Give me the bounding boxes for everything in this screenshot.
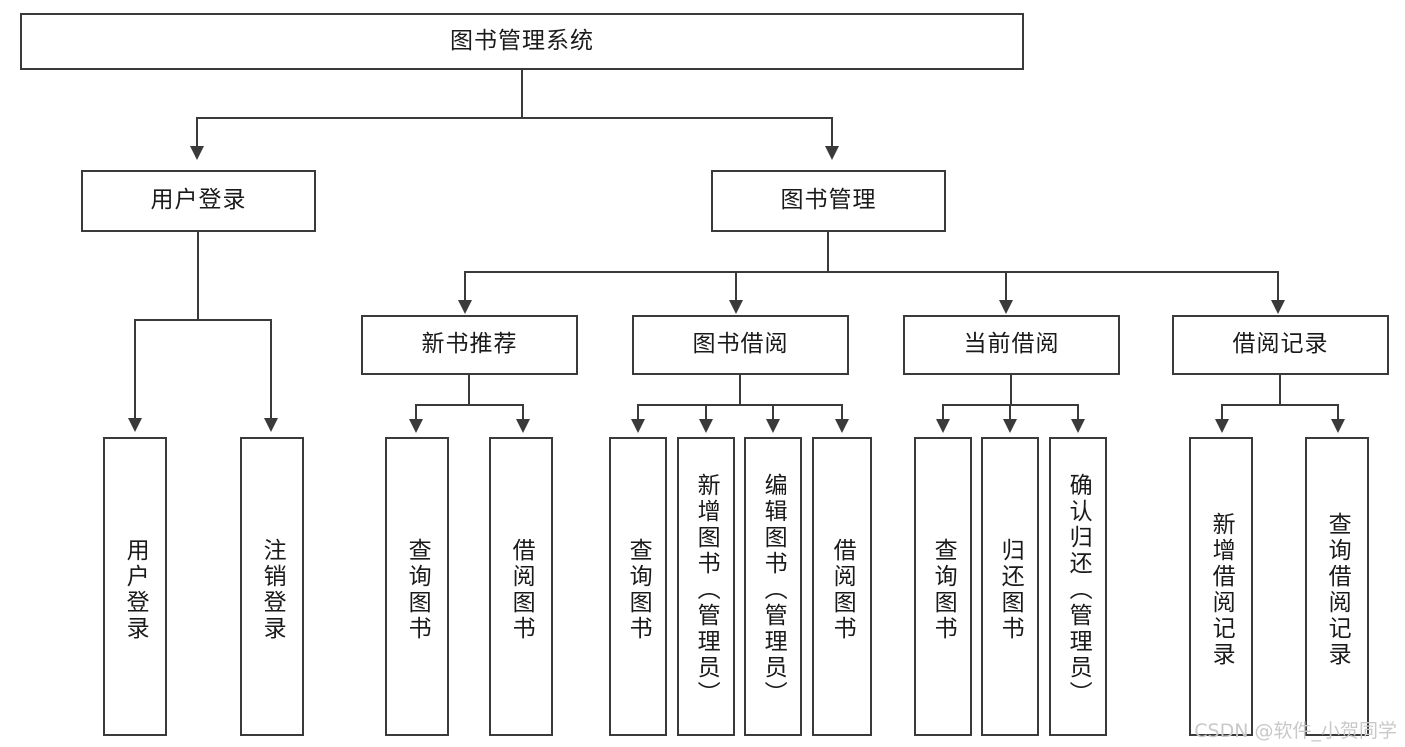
arrowhead-book-borrow [729, 300, 743, 314]
leaf-current-borrow-return-book[interactable]: 归还图书 [981, 437, 1039, 736]
node-book-management[interactable]: 图书管理 [711, 170, 946, 232]
arrowhead-current-borrow-leaf-1 [936, 419, 950, 433]
node-label: 确认归还（管理员） [1065, 472, 1092, 707]
connector-book-management-stem [827, 232, 829, 272]
arrowhead-new-book [458, 300, 472, 314]
node-label: 图书借阅 [692, 331, 789, 358]
arrowhead-current-borrow-leaf-2 [1003, 419, 1017, 433]
node-label: 借阅图书 [508, 537, 535, 642]
leaf-new-book-query-book[interactable]: 查询图书 [385, 437, 449, 736]
node-label: 编辑图书（管理员） [760, 472, 787, 707]
leaf-book-borrow-borrow-book[interactable]: 借阅图书 [812, 437, 872, 736]
arrowhead-to-book-management [825, 146, 839, 160]
node-borrow-record[interactable]: 借阅记录 [1172, 315, 1389, 375]
connector-current-borrow-stem [1010, 375, 1012, 405]
arrowhead-book-borrow-leaf-3 [766, 419, 780, 433]
leaf-current-borrow-confirm-return-admin[interactable]: 确认归还（管理员） [1049, 437, 1107, 736]
connector-book-borrow-to-leaf-1 [637, 404, 639, 420]
connector-borrow-record-stem [1279, 375, 1281, 405]
connector-new-book-bus [415, 404, 524, 406]
leaf-borrow-record-add-record[interactable]: 新增借阅记录 [1189, 437, 1253, 736]
node-label: 新增借阅记录 [1208, 511, 1235, 668]
arrowhead-current-borrow-leaf-3 [1071, 419, 1085, 433]
connector-book-borrow-to-leaf-2 [705, 404, 707, 420]
node-label: 查询图书 [404, 537, 431, 642]
leaf-book-borrow-query-book[interactable]: 查询图书 [609, 437, 667, 736]
arrowhead-borrow-record-leaf-2 [1331, 419, 1345, 433]
connector-new-book-to-leaf-2 [522, 404, 524, 420]
connector-bm-to-new-book [464, 271, 466, 301]
arrowhead-user-login-leaf-1 [128, 418, 142, 432]
connector-new-book-to-leaf-1 [415, 404, 417, 420]
connector-user-login-bus [134, 319, 272, 321]
csdn-watermark: CSDN @软件_小贺同学 [1194, 720, 1397, 742]
node-label: 图书管理 [780, 187, 877, 214]
node-label: 新增图书（管理员） [693, 472, 720, 707]
connector-borrow-record-to-leaf-2 [1337, 404, 1339, 420]
node-label: 查询图书 [930, 537, 957, 642]
node-new-book-recommend[interactable]: 新书推荐 [361, 315, 578, 375]
node-label: 借阅记录 [1232, 331, 1329, 358]
leaf-user-login-login[interactable]: 用户登录 [103, 437, 167, 736]
connector-book-management-bus [464, 271, 1279, 273]
node-label: 查询借阅记录 [1324, 511, 1351, 668]
connector-user-login-to-leaf-1 [134, 319, 136, 419]
node-user-login[interactable]: 用户登录 [81, 170, 316, 232]
leaf-user-login-logout[interactable]: 注销登录 [240, 437, 304, 736]
connector-root-bus [196, 117, 833, 119]
node-label: 图书管理系统 [450, 27, 594, 54]
arrowhead-to-user-login [190, 146, 204, 160]
node-label: 借阅图书 [829, 537, 856, 642]
arrowhead-book-borrow-leaf-4 [835, 419, 849, 433]
connector-root-to-user-login [196, 117, 198, 147]
connector-user-login-to-leaf-2 [270, 319, 272, 419]
arrowhead-current-borrow [999, 300, 1013, 314]
node-label: 用户登录 [150, 187, 247, 214]
leaf-book-borrow-edit-book-admin[interactable]: 编辑图书（管理员） [744, 437, 802, 736]
arrowhead-user-login-leaf-2 [264, 418, 278, 432]
arrowhead-book-borrow-leaf-2 [699, 419, 713, 433]
connector-borrow-record-to-leaf-1 [1221, 404, 1223, 420]
connector-root-stem [521, 70, 523, 118]
connector-bm-to-book-borrow [735, 271, 737, 301]
connector-book-borrow-bus [637, 404, 842, 406]
node-root-book-management-system[interactable]: 图书管理系统 [20, 13, 1024, 70]
arrowhead-new-book-leaf-1 [409, 419, 423, 433]
connector-root-to-book-management [831, 117, 833, 147]
arrowhead-book-borrow-leaf-1 [631, 419, 645, 433]
connector-borrow-record-bus [1221, 404, 1339, 406]
connector-bm-to-borrow-record [1277, 271, 1279, 301]
arrowhead-new-book-leaf-2 [516, 419, 530, 433]
connector-book-borrow-stem [739, 375, 741, 405]
connector-bm-to-current-borrow [1005, 271, 1007, 301]
node-label: 新书推荐 [421, 331, 518, 358]
leaf-current-borrow-query-book[interactable]: 查询图书 [914, 437, 972, 736]
node-label: 注销登录 [259, 537, 286, 642]
connector-current-borrow-to-leaf-2 [1009, 404, 1011, 420]
arrowhead-borrow-record-leaf-1 [1215, 419, 1229, 433]
connector-new-book-stem [468, 375, 470, 405]
node-book-borrow[interactable]: 图书借阅 [632, 315, 849, 375]
leaf-borrow-record-query-record[interactable]: 查询借阅记录 [1305, 437, 1369, 736]
leaf-new-book-borrow-book[interactable]: 借阅图书 [489, 437, 553, 736]
node-label: 当前借阅 [963, 331, 1060, 358]
connector-book-borrow-to-leaf-4 [841, 404, 843, 420]
node-current-borrow[interactable]: 当前借阅 [903, 315, 1120, 375]
node-label: 查询图书 [625, 537, 652, 642]
connector-current-borrow-to-leaf-3 [1077, 404, 1079, 420]
node-label: 归还图书 [997, 537, 1024, 642]
connector-current-borrow-to-leaf-1 [942, 404, 944, 420]
connector-user-login-stem [197, 232, 199, 320]
arrowhead-borrow-record [1271, 300, 1285, 314]
node-label: 用户登录 [122, 537, 149, 642]
connector-book-borrow-to-leaf-3 [772, 404, 774, 420]
leaf-book-borrow-add-book-admin[interactable]: 新增图书（管理员） [677, 437, 735, 736]
